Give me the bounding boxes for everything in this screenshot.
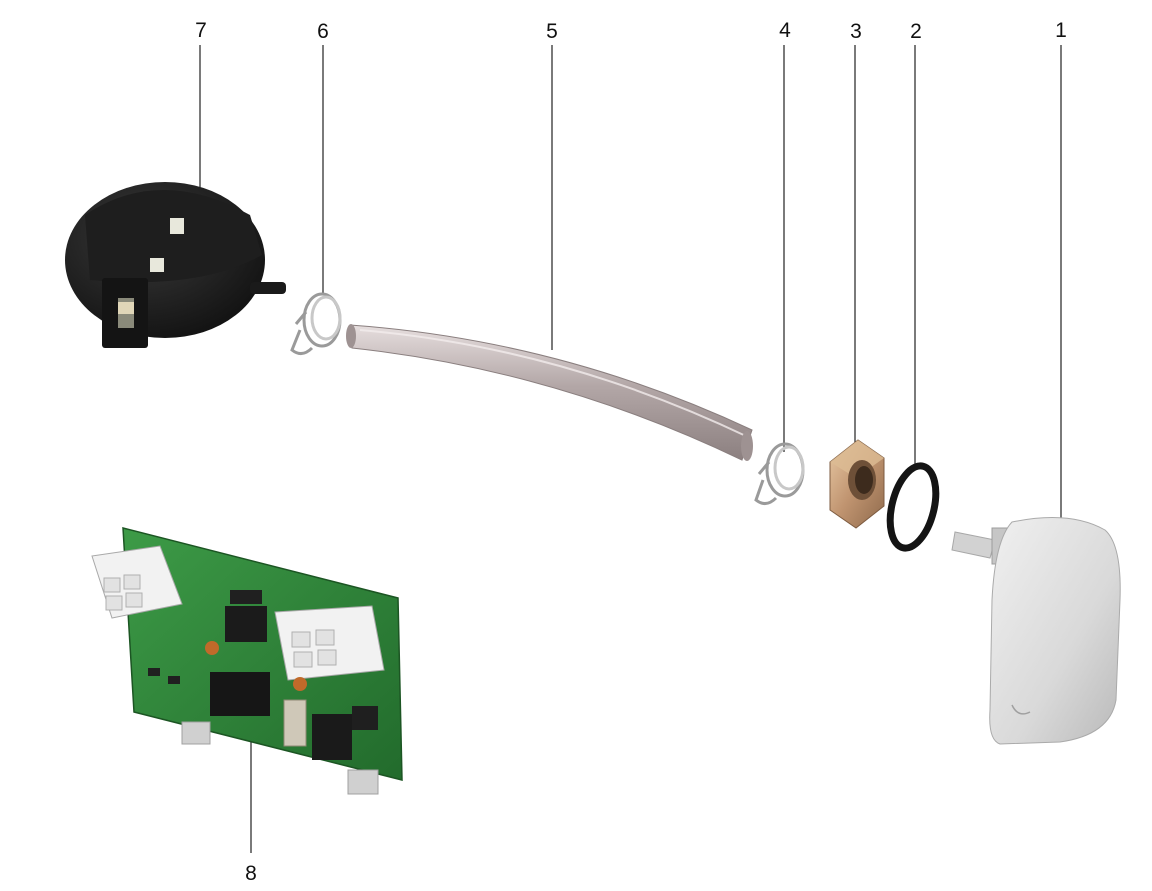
- pressure-switch-icon: [65, 182, 286, 348]
- callout-label-7: 7: [195, 19, 207, 42]
- callout-label-1: 1: [1055, 19, 1067, 42]
- callout-label-6: 6: [317, 20, 329, 43]
- sensor-housing-icon: [951, 517, 1121, 745]
- callout-labels: 1 2 3 4 5 6 7 8: [195, 19, 1067, 885]
- leader-lines: [199, 45, 1062, 853]
- callout-label-8: 8: [245, 862, 257, 885]
- callout-label-5: 5: [546, 20, 558, 43]
- hose-tube-icon: [346, 324, 753, 461]
- circuit-board-icon: [91, 527, 403, 795]
- callout-label-2: 2: [910, 20, 922, 43]
- hose-clip-icon: [290, 292, 342, 355]
- hose-clip-icon: [754, 442, 805, 505]
- callout-label-4: 4: [779, 19, 791, 42]
- o-ring-icon: [886, 462, 940, 552]
- callout-label-3: 3: [850, 20, 862, 43]
- hex-nut-icon: [829, 439, 885, 529]
